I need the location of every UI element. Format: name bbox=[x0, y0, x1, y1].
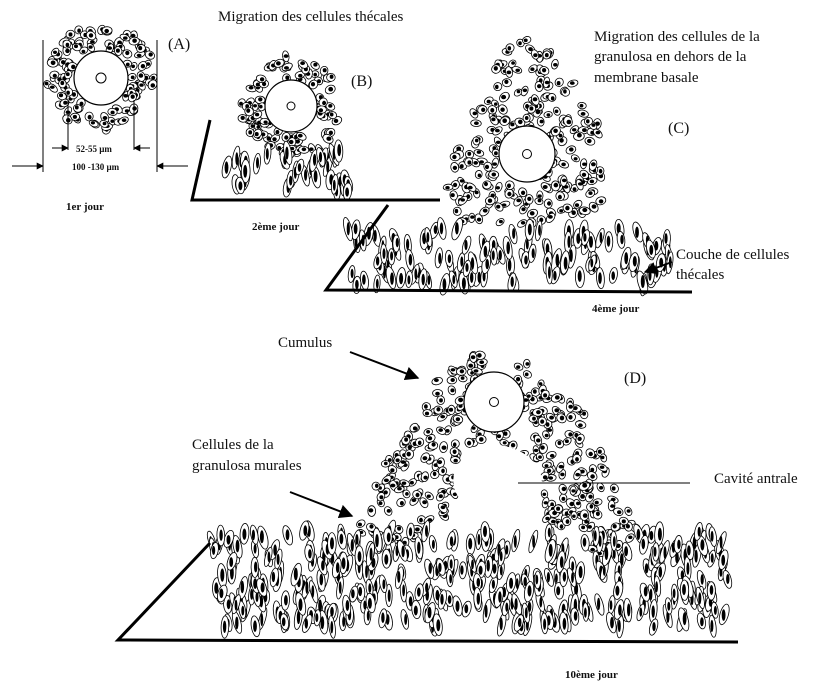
label-day10: 10ème jour bbox=[565, 666, 618, 684]
label-mural-granulosa-2: granulosa murales bbox=[192, 457, 302, 475]
label-day2: 2ème jour bbox=[252, 218, 299, 236]
panel-label-a: (A) bbox=[168, 36, 190, 54]
label-day4: 4ème jour bbox=[592, 300, 639, 318]
label-migration-theca: Migration des cellules thécales bbox=[218, 8, 403, 26]
label-antral-cavity: Cavité antrale bbox=[714, 470, 798, 488]
oocyte-c bbox=[499, 126, 555, 182]
oocyte-b bbox=[265, 80, 317, 132]
label-migration-granulosa-2: granulosa en dehors de la bbox=[594, 48, 746, 66]
label-day1: 1er jour bbox=[66, 198, 104, 216]
dimension-outer-label: 100 -130 µm bbox=[72, 158, 119, 176]
mural-granulosa-arrow bbox=[290, 492, 352, 516]
label-migration-granulosa-1: Migration des cellules de la bbox=[594, 28, 760, 46]
oocyte-a bbox=[74, 51, 128, 105]
label-theca-layer-2: thécales bbox=[676, 266, 724, 284]
panel-label-c: (C) bbox=[668, 120, 689, 138]
cumulus-arrow bbox=[350, 352, 418, 378]
panel-label-d: (D) bbox=[624, 370, 646, 388]
oocyte-d bbox=[464, 372, 524, 432]
panel-label-b: (B) bbox=[351, 73, 372, 91]
label-mural-granulosa-1: Cellules de la bbox=[192, 436, 274, 454]
label-theca-layer-1: Couche de cellules bbox=[676, 246, 789, 264]
label-migration-granulosa-3: membrane basale bbox=[594, 69, 699, 87]
dimension-inner-label: 52-55 µm bbox=[76, 140, 112, 158]
label-cumulus: Cumulus bbox=[278, 334, 332, 352]
